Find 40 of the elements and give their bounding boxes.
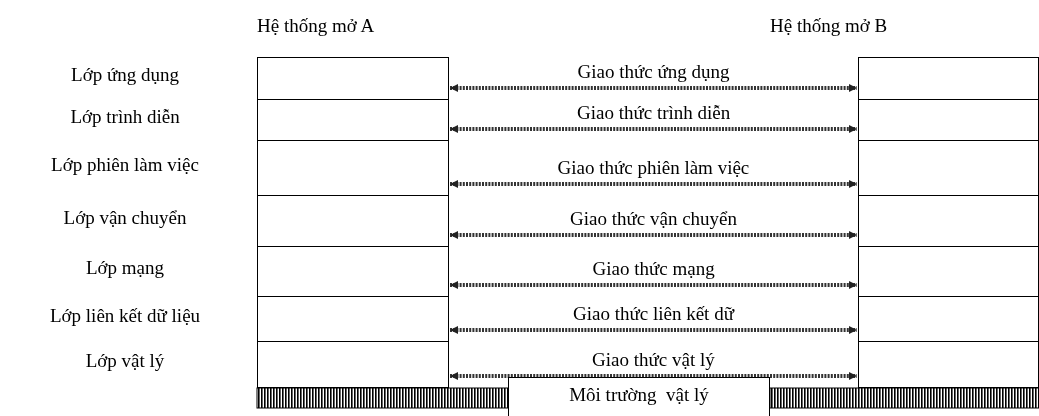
layer-box xyxy=(257,341,449,388)
layer-name: Lớp trình diễn xyxy=(70,105,180,128)
double-arrow xyxy=(450,231,857,239)
edge-label: Giao thức phiên làm việc xyxy=(555,158,752,178)
double-arrow xyxy=(450,372,857,380)
edge-label: Giao thức vật lý xyxy=(590,350,717,370)
double-arrow xyxy=(450,84,857,92)
layer-box xyxy=(858,296,1039,342)
double-arrow xyxy=(450,326,857,334)
layer-box xyxy=(257,140,449,196)
layer-box xyxy=(858,140,1039,196)
layer-box xyxy=(257,195,449,247)
layer-name: Lớp mạng xyxy=(85,257,165,279)
medium-label: Môi trường vật lý xyxy=(569,384,709,405)
edge-label: Giao thức ứng dụng xyxy=(575,62,732,82)
layer-box xyxy=(858,195,1039,247)
medium-box xyxy=(508,377,770,416)
edge-label: Giao thức vận chuyển xyxy=(568,209,739,229)
layer-box xyxy=(257,57,449,100)
layer-box xyxy=(257,296,449,342)
system-heading: Hệ thống mở B xyxy=(770,15,888,37)
layer-box xyxy=(257,99,449,141)
layer-box xyxy=(858,341,1039,388)
layer-box xyxy=(858,99,1039,141)
hatched-medium-bar xyxy=(769,387,1039,409)
double-arrow xyxy=(450,281,857,289)
layer-name: Lớp vật lý xyxy=(85,350,165,372)
layer-box xyxy=(858,246,1039,297)
layer-name: Lớp ứng dụng xyxy=(71,64,179,86)
system-heading: Hệ thống mở A xyxy=(257,15,375,37)
layer-box xyxy=(257,246,449,297)
open-system-stack xyxy=(257,15,449,387)
edge-label: Giao thức mạng xyxy=(590,259,717,279)
layer-name: Lớp vận chuyển xyxy=(63,206,187,229)
double-arrow xyxy=(450,125,857,133)
double-arrow xyxy=(450,180,857,188)
hatched-medium-bar xyxy=(256,387,509,409)
layer-name: Lớp phiên làm việc xyxy=(51,153,199,176)
layer-box xyxy=(858,57,1039,100)
layer-name: Lớp liên kết dữ liệu xyxy=(49,304,201,327)
